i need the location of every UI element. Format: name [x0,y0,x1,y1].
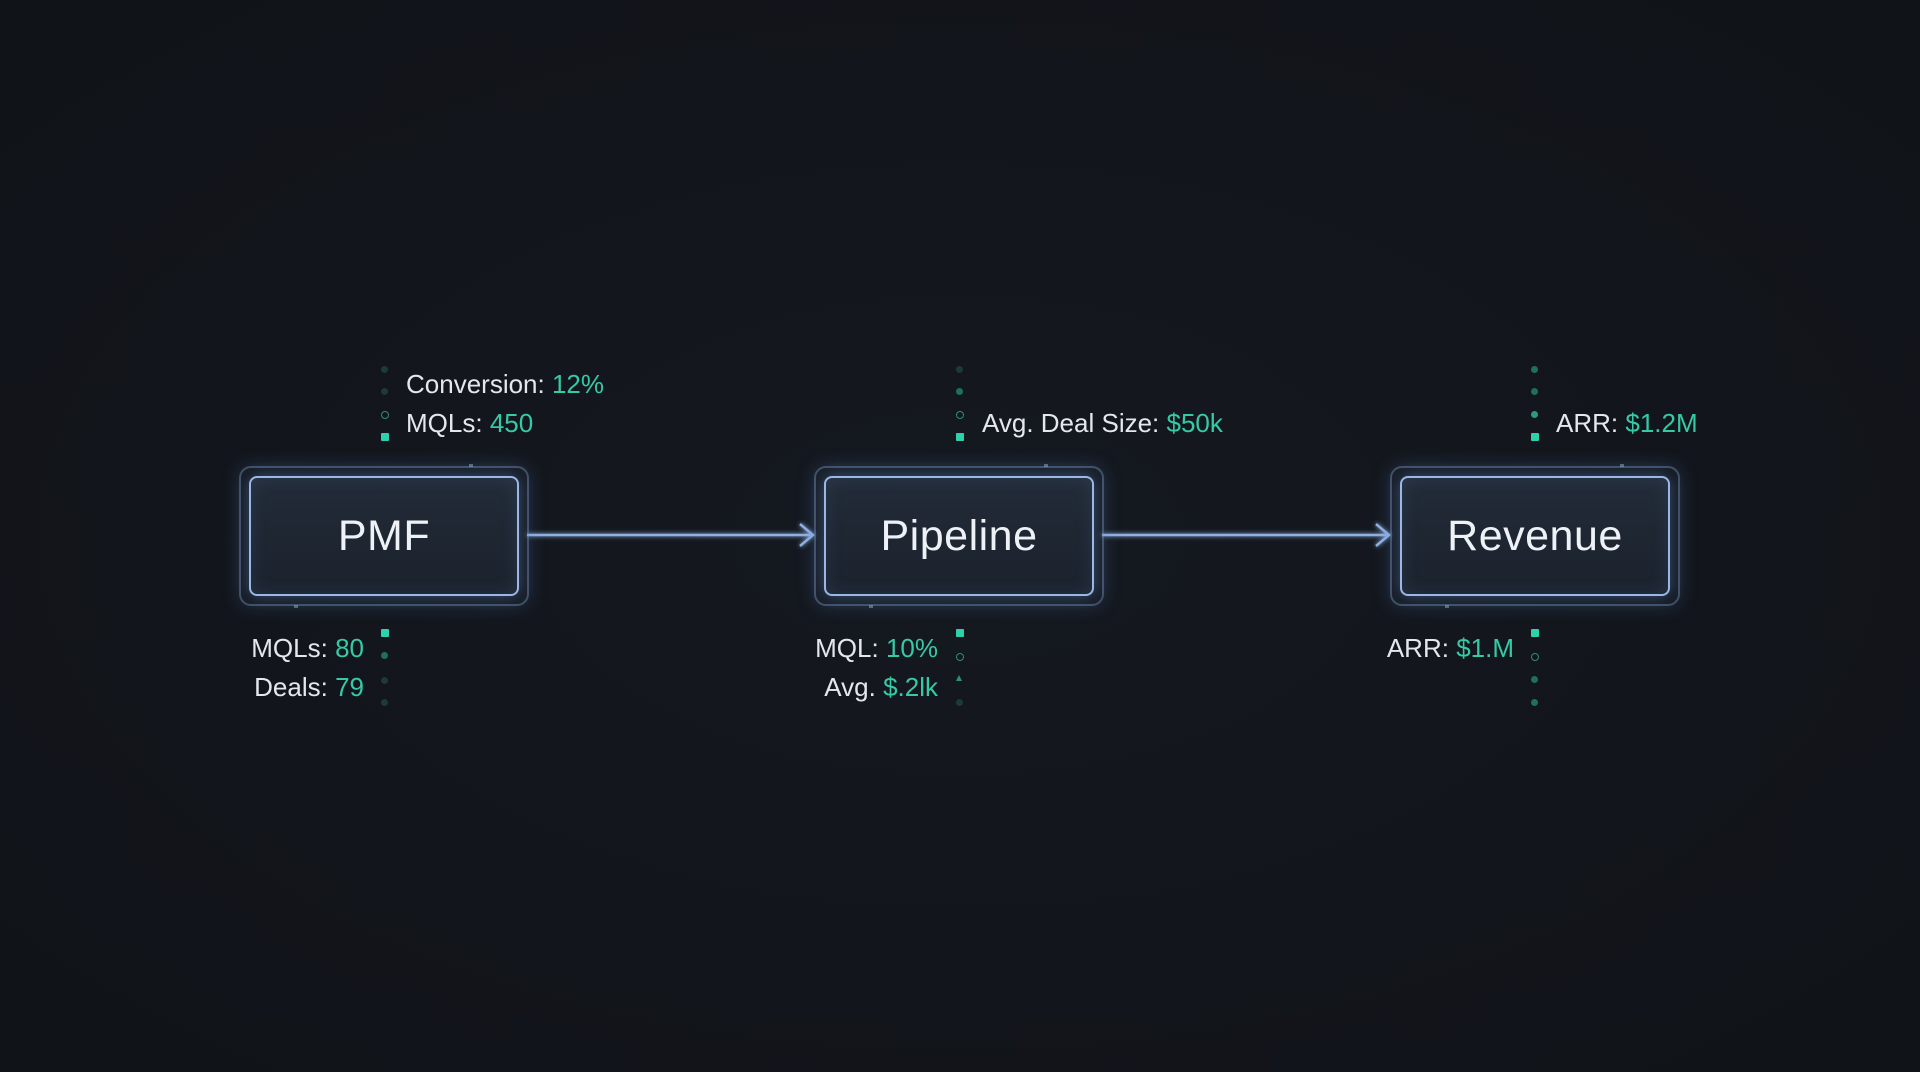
metric-revenue-arr-top: ARR: $1.2M [1556,403,1698,443]
node-box: PMF [249,476,519,596]
indicator-triangle-icon [956,675,962,681]
indicator-square-icon [1531,433,1539,441]
metric-label: Deals: [254,672,328,702]
node-frame [239,466,529,606]
node-frame [1390,466,1680,606]
metric-value: $.2lk [883,672,938,702]
metric-label: MQLs: [251,633,328,663]
metric-value: 12% [551,369,605,399]
indicator-dot [956,388,963,395]
indicator-dot [381,699,388,706]
indicator-dot [381,677,388,684]
metric-value: 80 [335,633,364,663]
node-label-pmf: PMF [337,511,431,560]
metric-label: Avg. Deal Size: [982,408,1160,438]
node-pmf[interactable]: PMF [239,464,529,608]
metric-label: Conversion: [406,369,545,399]
indicator-ring-icon [1531,653,1539,661]
node-box: Pipeline [824,476,1094,596]
metric-pipeline-mql: MQL: 10% [780,628,938,668]
node-pipeline[interactable]: Pipeline [814,464,1104,608]
indicator-ring-icon [381,411,389,419]
indicator-square-icon [381,433,389,441]
indicator-dot [1531,366,1538,373]
indicator-ring-icon [956,411,964,419]
indicator-dot [381,366,388,373]
metric-value: $1.2M [1625,408,1698,438]
node-revenue[interactable]: Revenue [1390,464,1680,608]
indicator-dot [1531,699,1538,706]
arrow-pmf-to-pipeline [527,523,815,547]
node-label-revenue: Revenue [1447,511,1623,560]
metric-value: $50k [1166,408,1223,438]
indicator-square-icon [956,629,964,637]
node-frame [814,466,1104,606]
metric-pipeline-avg: Avg. $.2lk [780,667,938,707]
metric-label: Avg. [824,672,876,702]
metric-value: $1.M [1456,633,1514,663]
metric-value: 10% [885,633,938,663]
indicator-square-icon [1531,629,1539,637]
metric-value: 450 [489,408,534,438]
metric-pmf-mqls-bottom: MQLs: 80 [230,628,364,668]
metric-pmf-deals: Deals: 79 [230,667,364,707]
metric-pipeline-deal-size: Avg. Deal Size: $50k [982,403,1223,443]
node-box: Revenue [1400,476,1670,596]
metric-value: 79 [335,672,364,702]
metric-pmf-mqls-top: MQLs: 450 [406,403,533,443]
indicator-dot [1531,411,1538,418]
indicator-dot [381,388,388,395]
indicator-dot [381,652,388,659]
indicator-dot [1531,676,1538,683]
indicator-dot [956,699,963,706]
indicator-dot [956,366,963,373]
metric-revenue-arr-bottom: ARR: $1.M [1340,628,1514,668]
metric-pmf-conversion: Conversion: 12% [406,364,604,404]
metric-label: ARR: [1386,633,1449,663]
indicator-ring-icon [956,653,964,661]
arrow-pipeline-to-revenue [1102,523,1391,547]
metric-label: MQLs: [406,408,483,438]
indicator-square-icon [956,433,964,441]
indicator-dot [1531,388,1538,395]
indicator-square-icon [381,629,389,637]
metric-label: ARR: [1556,408,1619,438]
node-label-pipeline: Pipeline [880,511,1038,560]
metric-label: MQL: [815,633,879,663]
